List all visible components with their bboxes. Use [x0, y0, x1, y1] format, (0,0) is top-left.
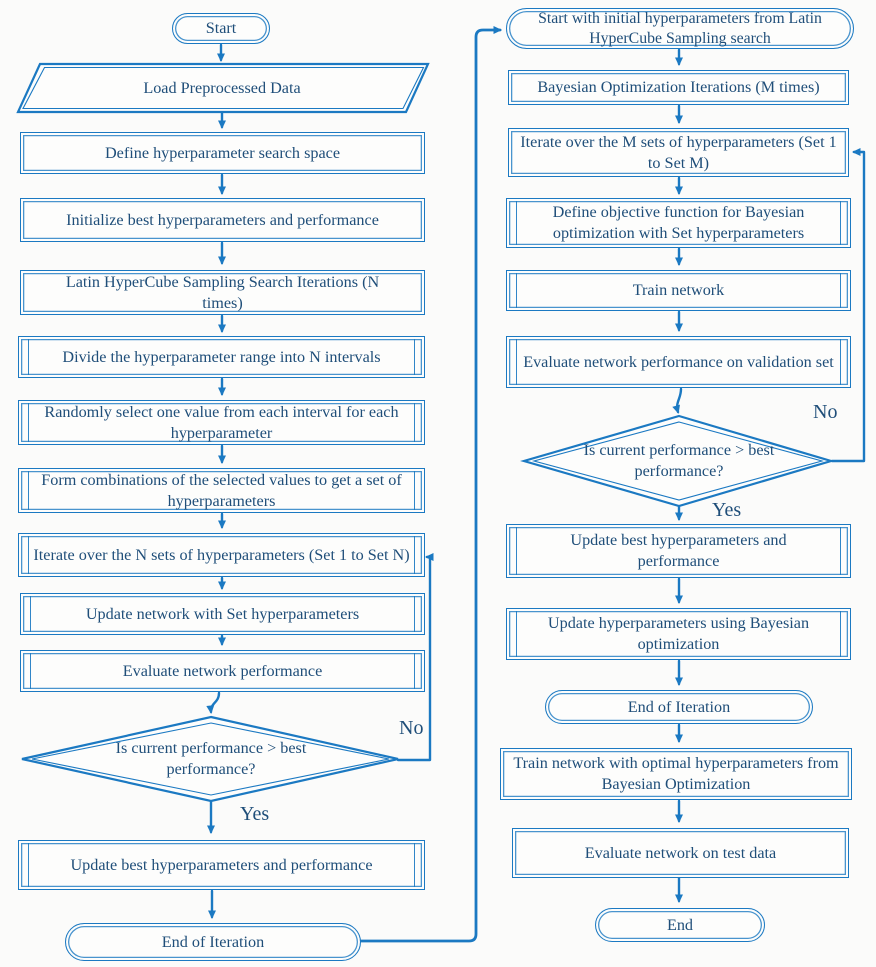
label-yes-left: Yes: [240, 803, 270, 825]
node-iterate-n-sets: Iterate over the N sets of hyperparamete…: [18, 533, 425, 577]
arrow-no-loop-right: [830, 148, 866, 463]
diamond-decision-right: [520, 414, 835, 508]
predef-bar: [414, 471, 415, 510]
node-define-objective-label: Define objective function for Bayesian o…: [552, 203, 805, 242]
node-end-iteration-left: End of Iteration: [65, 923, 361, 961]
predef-bar: [414, 536, 415, 574]
node-evaluate-validation: Evaluate network performance on validati…: [506, 336, 851, 388]
node-lhs-iterations-label: Latin HyperCube Sampling Search Iteratio…: [65, 272, 380, 312]
node-evaluate-validation-label: Evaluate network performance on validati…: [523, 352, 834, 371]
node-evaluate-test-label: Evaluate network on test data: [584, 843, 777, 862]
node-decision-right-label: Is current performance > best performanc…: [583, 441, 775, 480]
diamond-decision-left: [21, 715, 399, 803]
predef-bar: [516, 611, 517, 657]
node-end: End: [595, 908, 765, 942]
predef-bar: [840, 527, 841, 575]
predef-bar: [28, 471, 29, 510]
node-start-right: Start with initial hyperparameters from …: [506, 8, 854, 49]
node-random-select-label: Randomly select one value from each inte…: [44, 402, 399, 442]
node-iterate-n-sets-label: Iterate over the N sets of hyperparamete…: [33, 545, 410, 564]
node-start-right-label: Start with initial hyperparameters from …: [538, 10, 822, 47]
diamond-decision-left-inner: [31, 722, 390, 796]
node-train-network-label: Train network: [632, 281, 725, 300]
node-load-data-label-box: Load Preprocessed Data: [72, 70, 372, 106]
node-train-optimal: Train network with optimal hyperparamete…: [500, 748, 852, 800]
node-bayes-iterations-label: Bayesian Optimization Iterations (M time…: [537, 78, 820, 97]
predef-bar: [840, 611, 841, 657]
node-update-network: Update network with Set hyperparameters: [20, 593, 425, 635]
predef-bar: [414, 653, 415, 689]
node-iterate-m-sets: Iterate over the M sets of hyperparamete…: [508, 128, 849, 177]
node-divide-range: Divide the hyperparameter range into N i…: [18, 336, 425, 378]
diamond-decision-right-inner: [531, 421, 825, 501]
node-divide-range-label: Divide the hyperparameter range into N i…: [62, 347, 381, 366]
predef-bar: [414, 843, 415, 887]
label-no-left: No: [399, 717, 424, 739]
node-init-best: Initialize best hyperparameters and perf…: [20, 198, 425, 242]
predef-bar: [516, 527, 517, 575]
node-end-iteration-right: End of Iteration: [545, 690, 813, 724]
node-update-hyper-bayes: Update hyperparameters using Bayesian op…: [506, 608, 851, 660]
parallelogram-load-data: [16, 62, 430, 114]
predef-bar: [414, 403, 415, 442]
predef-bar: [414, 339, 415, 375]
node-evaluate-performance: Evaluate network performance: [20, 650, 425, 692]
node-decision-right-label-box: Is current performance > best performanc…: [553, 437, 805, 485]
node-end-iteration-left-label: End of Iteration: [161, 932, 265, 951]
node-load-data-label: Load Preprocessed Data: [143, 78, 301, 97]
predef-bar: [840, 201, 841, 245]
node-update-hyper-bayes-label: Update hyperparameters using Bayesian op…: [547, 614, 810, 653]
node-define-search-space-label: Define hyperparameter search space: [104, 143, 341, 162]
node-update-best-left: Update best hyperparameters and performa…: [18, 840, 425, 890]
node-define-search-space: Define hyperparameter search space: [20, 132, 425, 174]
node-init-best-label: Initialize best hyperparameters and perf…: [66, 210, 379, 229]
node-iterate-m-sets-label: Iterate over the M sets of hyperparamete…: [520, 132, 837, 172]
node-decision-left-label: Is current performance > best performanc…: [115, 739, 307, 778]
node-lhs-iterations: Latin HyperCube Sampling Search Iteratio…: [20, 270, 425, 315]
connector-enditer-to-right-start: [359, 26, 502, 943]
predef-bar: [840, 273, 841, 308]
node-evaluate-performance-label: Evaluate network performance: [122, 661, 323, 680]
node-train-optimal-label: Train network with optimal hyperparamete…: [513, 754, 839, 793]
predef-bar: [30, 596, 31, 632]
arrow-eval-to-decision: [206, 691, 221, 714]
node-start-label: Start: [205, 19, 237, 38]
predef-bar: [30, 653, 31, 689]
node-evaluate-test: Evaluate network on test data: [512, 828, 849, 878]
node-end-iteration-right-label: End of Iteration: [627, 697, 731, 716]
label-no-right: No: [813, 401, 838, 423]
predef-bar: [516, 201, 517, 245]
predef-bar: [516, 339, 517, 385]
parallelogram-load-data-inner: [22, 66, 425, 110]
predef-bar: [28, 843, 29, 887]
node-train-network: Train network: [506, 270, 851, 311]
arrow-no-loop-left: [396, 553, 434, 762]
label-yes-right: Yes: [712, 499, 742, 521]
node-start: Start: [172, 13, 270, 44]
node-define-objective: Define objective function for Bayesian o…: [506, 198, 851, 248]
node-update-best-left-label: Update best hyperparameters and performa…: [70, 855, 373, 874]
node-form-combinations-label: Form combinations of the selected values…: [41, 470, 402, 510]
node-end-label: End: [666, 915, 694, 934]
predef-bar: [840, 339, 841, 385]
node-update-best-right: Update best hyperparameters and performa…: [506, 524, 851, 578]
node-update-best-right-label: Update best hyperparameters and performa…: [570, 531, 787, 570]
node-form-combinations: Form combinations of the selected values…: [18, 468, 425, 513]
predef-bar: [28, 403, 29, 442]
node-bayes-iterations: Bayesian Optimization Iterations (M time…: [508, 70, 849, 105]
predef-bar: [516, 273, 517, 308]
node-decision-left-label-box: Is current performance > best performanc…: [86, 735, 336, 783]
predef-bar: [28, 536, 29, 574]
predef-bar: [28, 339, 29, 375]
node-random-select: Randomly select one value from each inte…: [18, 400, 425, 445]
node-update-network-label: Update network with Set hyperparameters: [85, 604, 360, 623]
predef-bar: [414, 596, 415, 632]
arrow-evalval-to-decision: [672, 387, 683, 414]
